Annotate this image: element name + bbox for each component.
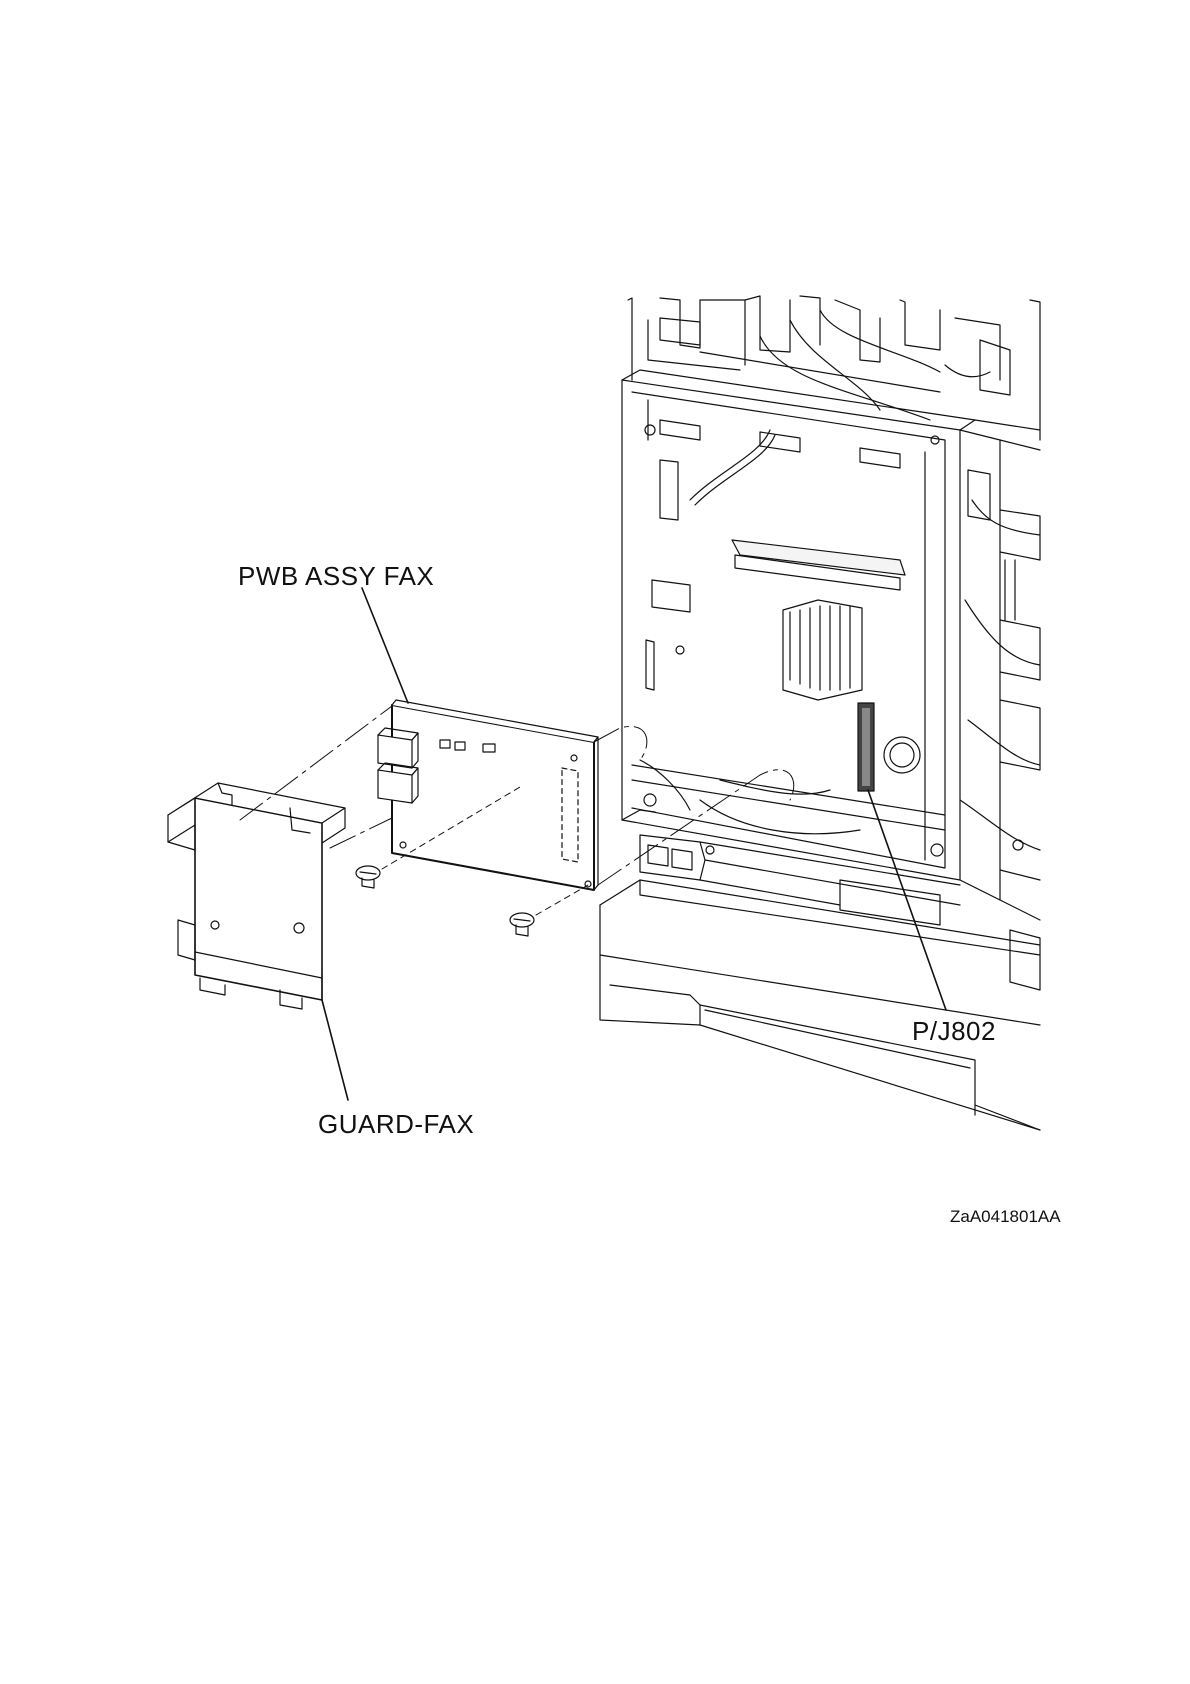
leader-pwb-assy-fax — [362, 588, 408, 703]
label-guard-fax: GUARD-FAX — [318, 1111, 474, 1137]
guard-fax — [168, 783, 345, 1009]
label-pj802: P/J802 — [912, 1018, 996, 1044]
figure-id: ZaA041801AA — [950, 1208, 1061, 1225]
printer-right-side — [960, 420, 1040, 990]
printer-body — [600, 296, 1040, 1130]
printer-chassis — [622, 370, 975, 880]
label-pwb-assy-fax: PWB ASSY FAX — [238, 563, 434, 589]
pwb-assy-fax — [378, 700, 598, 890]
screw-upper — [356, 866, 380, 888]
printer-base — [600, 880, 1040, 1130]
heatsink — [783, 600, 862, 700]
screw-lower — [510, 913, 534, 936]
leader-guard-fax — [322, 1000, 348, 1100]
